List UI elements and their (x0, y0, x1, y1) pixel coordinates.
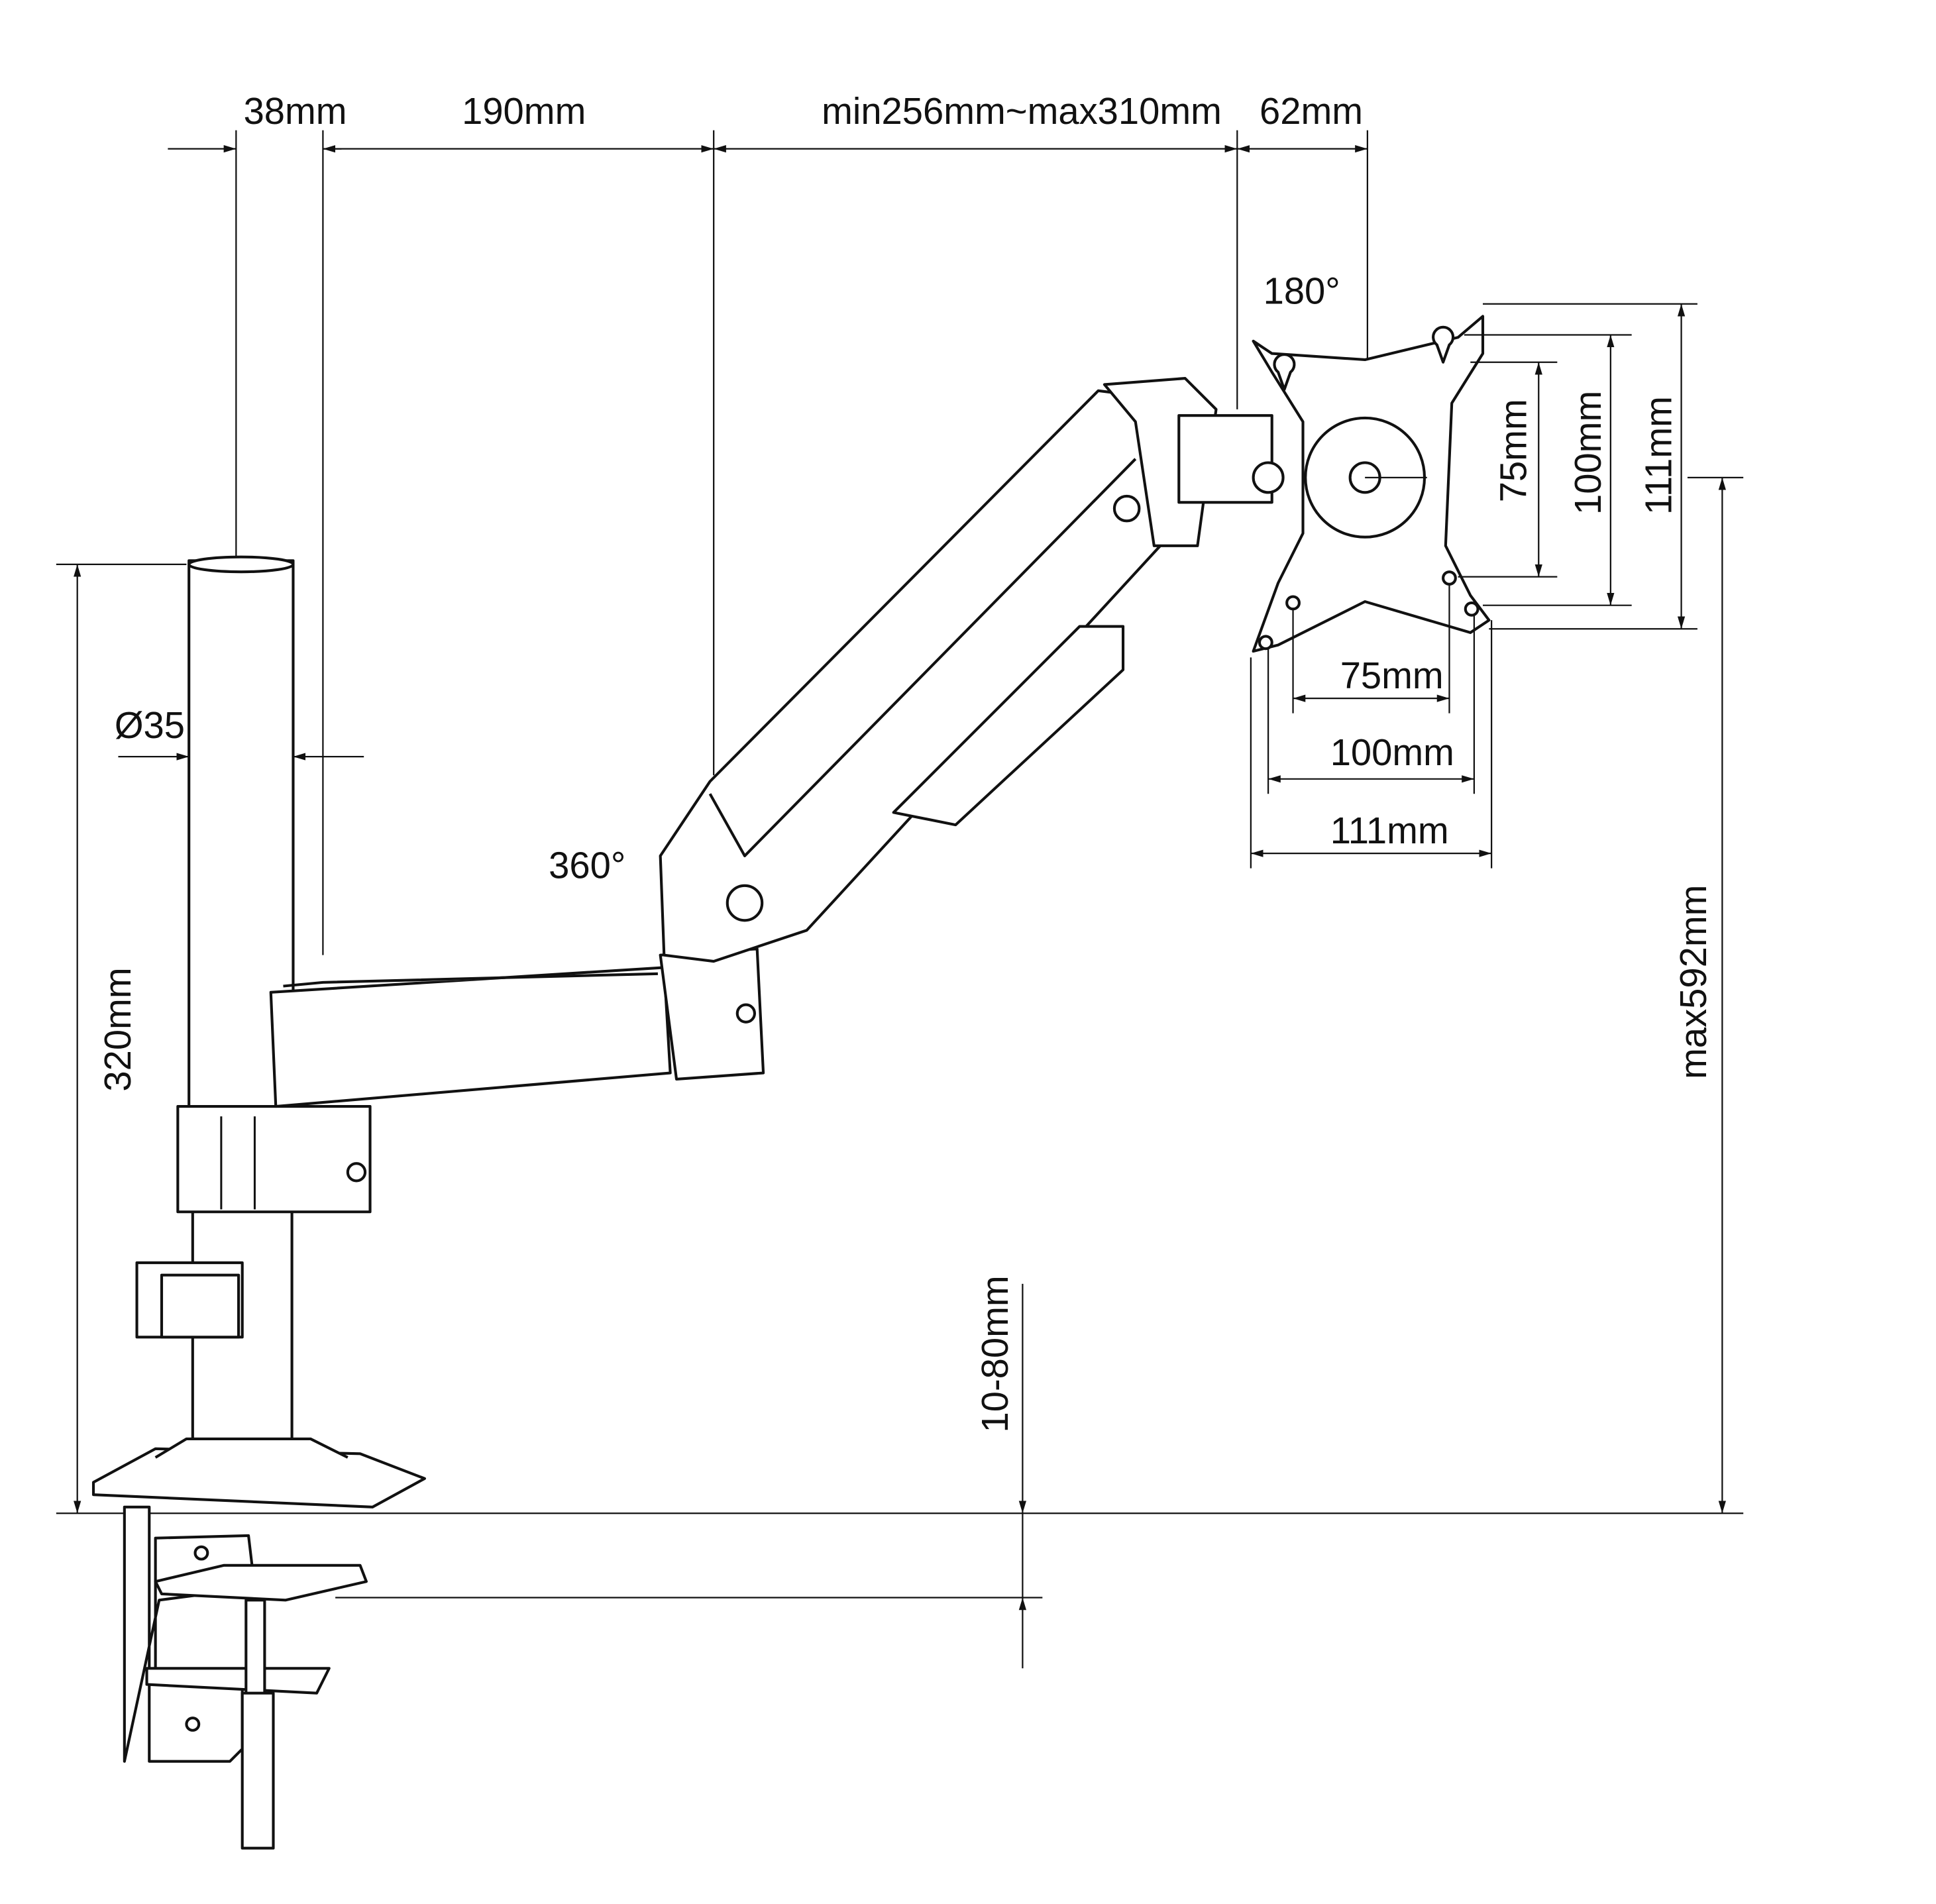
vesa-horizontal-75-label: 75mm (1340, 655, 1444, 696)
vesa-dimension-lines (1250, 303, 1697, 869)
clamp-range-label: 10-80mm (974, 1275, 1016, 1432)
lower-arm-label: 190mm (462, 90, 586, 132)
vesa-horizontal-100-label: 100mm (1330, 731, 1454, 773)
max-height-label: max592mm (1672, 885, 1714, 1079)
tilt-angle-label: 180° (1264, 270, 1340, 312)
desk-clamp (123, 1505, 368, 1850)
pole-offset-label: 38mm (244, 90, 347, 132)
pole-collar (135, 1105, 372, 1339)
upper-arm (659, 389, 1162, 963)
lower-arm (269, 947, 765, 1108)
pole-height-label: 320mm (97, 967, 138, 1091)
vesa-horizontal-111-label: 111mm (1330, 810, 1449, 851)
upper-arm-label: min256mm~max310mm (822, 90, 1222, 132)
tilt-offset-label: 62mm (1260, 90, 1363, 132)
vesa-plate (1252, 315, 1491, 653)
vesa-vertical-100-label: 100mm (1567, 391, 1609, 515)
top-dimension-lines (168, 130, 1369, 955)
vesa-vertical-75-label: 75mm (1493, 399, 1534, 502)
tilt-head (1102, 376, 1285, 547)
pole-diameter-label: Ø35 (115, 704, 185, 746)
swivel-angle-label: 360° (549, 845, 625, 886)
vesa-vertical-111-label: 111mm (1638, 396, 1680, 515)
